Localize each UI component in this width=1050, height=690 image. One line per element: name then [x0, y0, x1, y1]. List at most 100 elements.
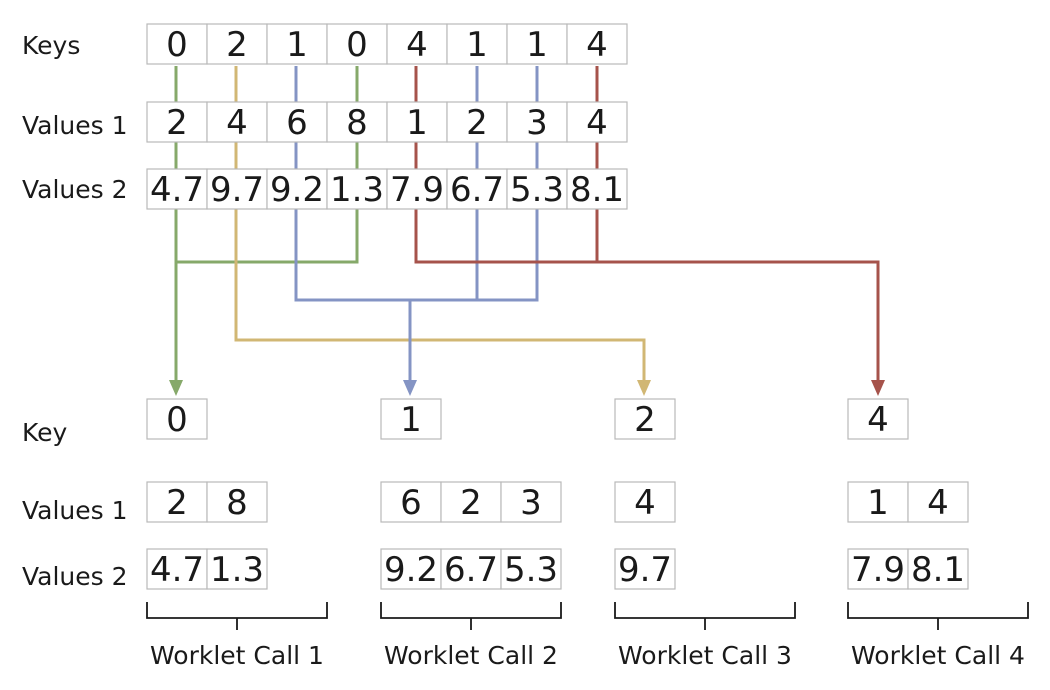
group-key-cell-value: 2 [634, 400, 656, 440]
worklet-call-label: Worklet Call 2 [384, 641, 558, 670]
input-values2-cell: 6.7 [446, 168, 508, 210]
row-label-keys: Keys [22, 31, 80, 60]
input-values2-cell: 4.7 [146, 168, 208, 210]
input-values1-cell-value: 2 [166, 103, 188, 143]
input-keys-cell-value: 4 [586, 25, 608, 65]
input-keys-cell-value: 2 [226, 25, 248, 65]
input-keys-cell-value: 0 [346, 25, 368, 65]
worklet-call-bracket [614, 602, 796, 630]
group-values1-cell: 2 [146, 481, 208, 523]
input-values2-cell-box [446, 168, 508, 210]
input-keys-cell-box [506, 23, 568, 65]
input-keys-cell: 1 [266, 23, 328, 65]
input-values2-cell-box [326, 168, 388, 210]
group-values2-cell-value: 9.7 [618, 550, 672, 590]
input-values1-cell: 4 [206, 101, 268, 143]
connector-key-0 [174, 66, 359, 380]
group-values1-cell-value: 1 [867, 483, 889, 523]
input-values1-cell-box [506, 101, 568, 143]
input-values2-cell-box [146, 168, 208, 210]
input-values1-cell-value: 4 [226, 103, 248, 143]
group-values1-cell-box [614, 481, 676, 523]
input-values1-cell: 3 [506, 101, 568, 143]
group-key-cell-box [380, 398, 442, 440]
group-values1-cell: 8 [206, 481, 268, 523]
group-values2-cell: 1.3 [206, 548, 268, 590]
group-values1-cell-box [440, 481, 502, 523]
input-keys-cell-box [326, 23, 388, 65]
group-values1-cell-box [206, 481, 268, 523]
group-key-cell: 2 [614, 398, 676, 440]
group-values2-cell-box [440, 548, 502, 590]
input-values2-cell-value: 1.3 [330, 170, 384, 210]
row-label-values1: Values 1 [22, 111, 128, 140]
input-values1-cell: 8 [326, 101, 388, 143]
input-values1-cell-value: 3 [526, 103, 548, 143]
group-key-cell-value: 1 [400, 400, 422, 440]
group-values1-cell-box [907, 481, 969, 523]
input-values1-cell-value: 4 [586, 103, 608, 143]
input-values2-cell-box [566, 168, 628, 210]
group-values1-cell: 6 [380, 481, 442, 523]
group-key-cell-box [146, 398, 208, 440]
input-values2-cell: 1.3 [326, 168, 388, 210]
input-keys-cell-box [266, 23, 328, 65]
input-keys-cell: 4 [386, 23, 448, 65]
row-label-key: Key [22, 418, 68, 447]
row-label-values2: Values 2 [22, 175, 128, 204]
input-values1-cell-box [206, 101, 268, 143]
group-values2-cell: 4.7 [146, 548, 208, 590]
input-values2-cell: 9.2 [266, 168, 328, 210]
input-values1-cell-value: 8 [346, 103, 368, 143]
group-values1-cell-box [380, 481, 442, 523]
input-keys-cell-box [386, 23, 448, 65]
input-keys-cell-box [206, 23, 268, 65]
group-values2-cell-value: 8.1 [911, 550, 965, 590]
group-values2-cell: 8.1 [907, 548, 969, 590]
input-values1-cell-value: 1 [406, 103, 428, 143]
input-values2-cell-box [206, 168, 268, 210]
input-values2-cell-value: 6.7 [450, 170, 504, 210]
input-values1-cell: 2 [146, 101, 208, 143]
group-values1-cell-value: 8 [226, 483, 248, 523]
group-values2-cell-value: 6.7 [444, 550, 498, 590]
group-values2-cell-value: 4.7 [150, 550, 204, 590]
input-values2-cell-value: 5.3 [510, 170, 564, 210]
row-label-out-values2: Values 2 [22, 562, 128, 591]
input-values2-cell-value: 7.9 [390, 170, 444, 210]
input-keys-cell-value: 1 [526, 25, 548, 65]
group-values1-cell-value: 2 [166, 483, 188, 523]
arrow-to-key-2 [637, 380, 651, 396]
group-key-cell-box [847, 398, 909, 440]
input-keys-cell: 0 [326, 23, 388, 65]
group-key-cell: 1 [380, 398, 442, 440]
group-values2-cell-value: 9.2 [384, 550, 438, 590]
group-key-cell-value: 0 [166, 400, 188, 440]
row-label-out-values1: Values 1 [22, 496, 128, 525]
group-values1-cell: 4 [614, 481, 676, 523]
input-values2-cell: 8.1 [566, 168, 628, 210]
group-key-cell-value: 4 [867, 400, 889, 440]
connector-key-4 [414, 66, 880, 380]
worklet-call-label: Worklet Call 3 [618, 641, 792, 670]
input-keys-cell-value: 0 [166, 25, 188, 65]
input-values1-cell: 4 [566, 101, 628, 143]
worklet-call-bracket [847, 602, 1029, 630]
input-values2-cell-box [386, 168, 448, 210]
input-keys-cell: 0 [146, 23, 208, 65]
input-keys-cell-value: 4 [406, 25, 428, 65]
input-values2-cell-value: 4.7 [150, 170, 204, 210]
input-keys-cell-box [446, 23, 508, 65]
group-values1-cell: 2 [440, 481, 502, 523]
group-values1-cell: 3 [500, 481, 562, 523]
input-values1-cell-box [386, 101, 448, 143]
group-values1-cell-value: 4 [634, 483, 656, 523]
input-keys-cell-box [146, 23, 208, 65]
input-values2-cell: 5.3 [506, 168, 568, 210]
